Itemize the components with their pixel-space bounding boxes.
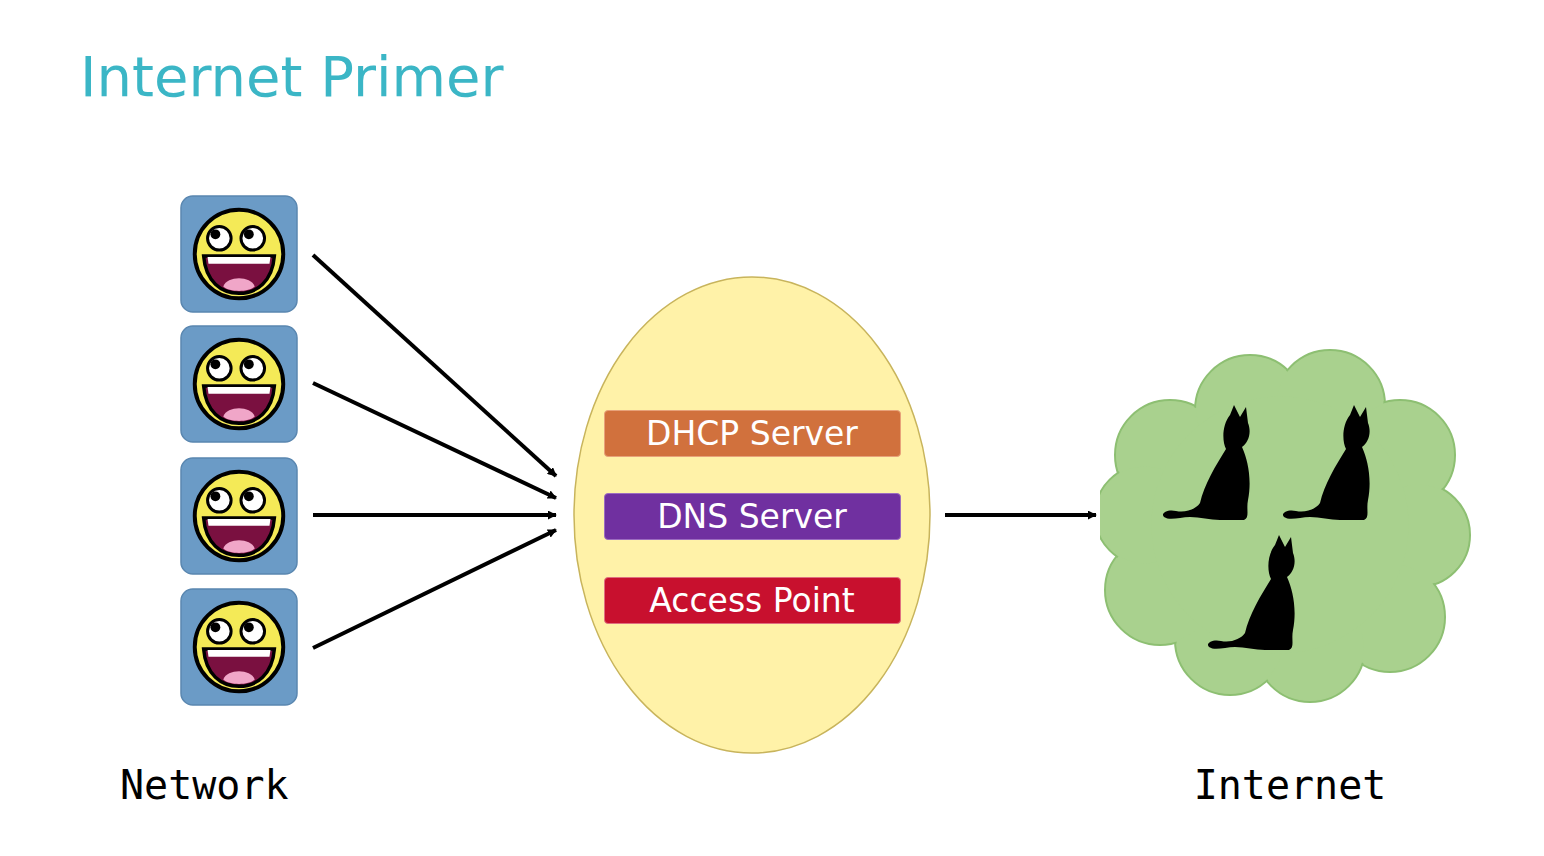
cat-silhouette bbox=[1208, 535, 1295, 650]
title: Internet Primer bbox=[80, 44, 504, 109]
arrow bbox=[313, 383, 556, 498]
device-icon bbox=[181, 589, 297, 705]
cloud-label: Internet bbox=[1100, 762, 1480, 808]
arrow bbox=[313, 255, 556, 476]
access-point-box: Access Point bbox=[604, 577, 901, 624]
cloud-shape bbox=[1100, 335, 1480, 705]
router-ellipse bbox=[574, 277, 930, 753]
internet-cloud: Internet bbox=[1100, 335, 1480, 815]
section-label: Network bbox=[120, 762, 289, 808]
device-icon bbox=[181, 326, 297, 442]
device-icon bbox=[181, 458, 297, 574]
box-label: Access Point bbox=[649, 581, 854, 620]
dns-box: DNS Server bbox=[604, 493, 901, 540]
cat-silhouette bbox=[1283, 405, 1370, 520]
device-icon bbox=[181, 196, 297, 312]
arrow bbox=[945, 513, 1096, 517]
box-label: DHCP Server bbox=[646, 414, 858, 453]
arrow bbox=[313, 530, 556, 648]
cat-silhouette bbox=[1163, 405, 1250, 520]
box-label: DNS Server bbox=[657, 497, 847, 536]
arrow bbox=[313, 513, 556, 517]
dhcp-box: DHCP Server bbox=[604, 410, 901, 457]
